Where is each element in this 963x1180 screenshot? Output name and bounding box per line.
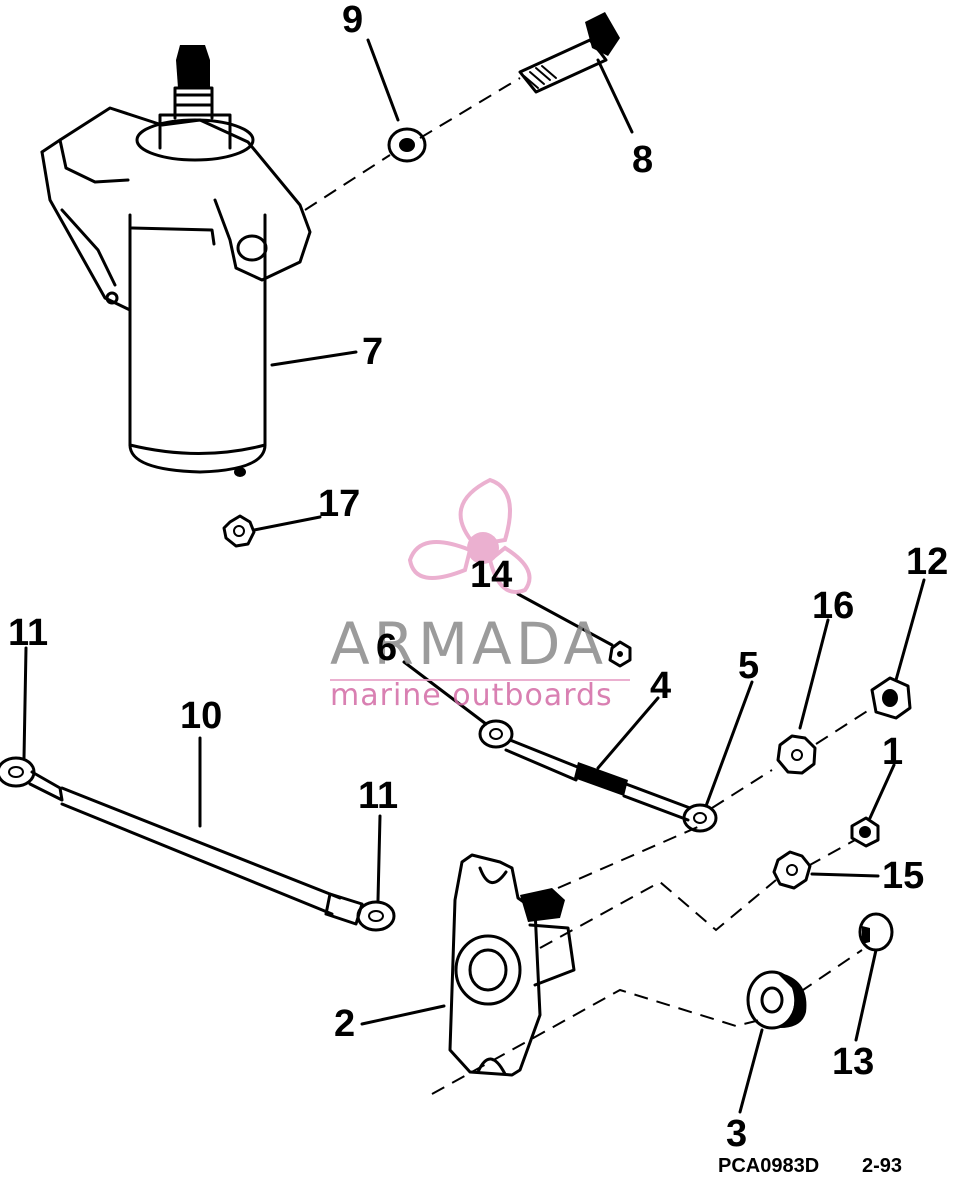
reference-date: 2-93: [862, 1155, 902, 1177]
callout-3: 3: [726, 1113, 747, 1155]
callout-labels: 9 8 7 17 14 12 16 11 6 5 4 10 1 11 15 2 …: [8, 0, 948, 1155]
propeller-logo-icon: [407, 477, 532, 594]
callout-16: 16: [812, 585, 854, 627]
reference-code: PCA0983D: [718, 1155, 819, 1177]
callout-4: 4: [650, 665, 671, 707]
callout-13: 13: [832, 1041, 874, 1083]
washer: [387, 127, 427, 163]
callout-5: 5: [738, 645, 759, 687]
callout-11-left: 11: [8, 612, 48, 654]
callout-2: 2: [334, 1003, 355, 1045]
callout-11-right: 11: [358, 775, 398, 817]
callout-8: 8: [632, 139, 653, 181]
screw: [858, 912, 894, 952]
lock-washer-small: [772, 850, 812, 890]
callout-17: 17: [318, 483, 360, 525]
callout-7: 7: [362, 331, 383, 373]
callout-6: 6: [376, 627, 397, 669]
leader-lines: [22, 38, 926, 1114]
hex-nut-large: [870, 676, 912, 720]
lock-washer: [222, 514, 256, 548]
hex-nut-small: [850, 816, 880, 848]
bolt: [518, 12, 620, 94]
callout-12: 12: [906, 541, 948, 583]
callout-15: 15: [882, 855, 924, 897]
callout-9: 9: [342, 0, 363, 41]
callout-1: 1: [882, 731, 903, 773]
callout-10: 10: [180, 695, 222, 737]
lock-washer-large: [776, 734, 817, 775]
watermark-name: ARMADA: [330, 610, 607, 678]
solenoid: [448, 853, 576, 1077]
small-nut: [608, 640, 632, 668]
callout-14: 14: [470, 554, 512, 596]
solenoid-cable: [478, 719, 718, 833]
assembly-lines: [304, 77, 873, 1095]
starter-motor: [40, 45, 312, 477]
watermark-tagline: marine outboards: [330, 678, 613, 713]
battery-cable: [0, 756, 396, 932]
armada-watermark: ARMADA marine outboards: [330, 477, 630, 713]
grommet: [746, 970, 807, 1030]
